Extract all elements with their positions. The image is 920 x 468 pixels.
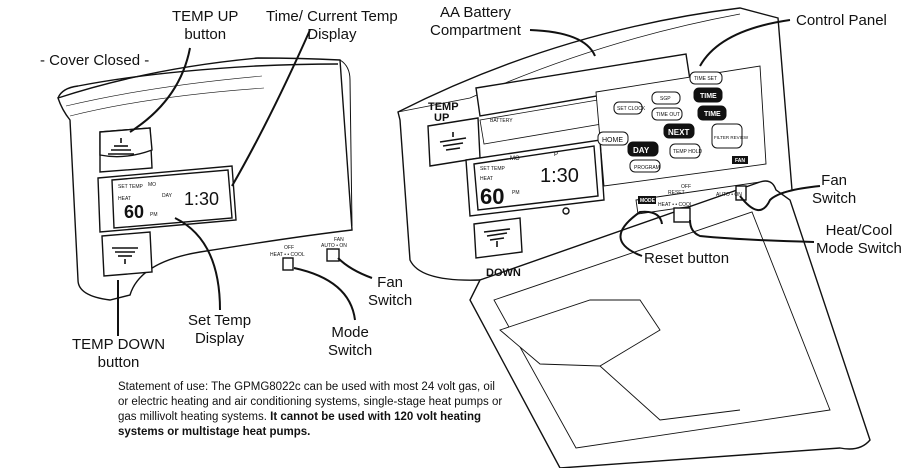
leader-lines [117, 19, 821, 336]
sgp-button[interactable] [651, 91, 681, 105]
closed-lcd-mode: MO [148, 182, 156, 188]
temp-down-button-label: TEMP DOWN button [72, 336, 166, 371]
temp-hold-label: TEMP HOLD [673, 149, 702, 155]
statement-of-use: Statement of use: The GPMG8022c can be u… [118, 380, 508, 440]
fan-switch-left-label: Fan Switch [368, 274, 413, 309]
fan-switch-right-label: Fan Switch [812, 172, 857, 207]
time-up-label: TIME [700, 93, 717, 100]
open-temp-up-line2: UP [434, 112, 449, 124]
leader-temp-up [129, 47, 191, 133]
home-button[interactable] [597, 131, 629, 146]
day-button[interactable] [627, 141, 659, 157]
next-label: NEXT [668, 128, 689, 137]
leader-reset [619, 210, 663, 257]
leader-mode-switch [293, 267, 356, 321]
battery-label: BATTERY [490, 118, 513, 124]
set-clock-button[interactable] [613, 101, 643, 115]
leader-control-panel [699, 19, 791, 67]
closed-down-arrow-icon [112, 247, 138, 264]
temp-hold-button[interactable] [669, 143, 701, 159]
cover-closed-label: - Cover Closed - [40, 52, 150, 69]
open-switch-auto-on: AUTO • ON [716, 192, 742, 198]
open-button-labels: SET CLOCK SGP HOME TIME OUT NEXT DAY PRO… [480, 76, 749, 208]
filter-review-button[interactable] [711, 123, 743, 149]
closed-switch-auto-on: AUTO • ON [321, 243, 347, 249]
filter-review-label: FILTER REVIEW [714, 135, 749, 140]
next-button[interactable] [663, 123, 695, 139]
open-lcd-mode: MO [510, 156, 520, 162]
leader-fan-left [337, 257, 373, 279]
closed-lcd-heat: HEAT [118, 196, 131, 202]
closed-lcd-day: DAY [162, 193, 173, 199]
fan-tag-label: FAN [735, 158, 745, 164]
leader-battery [529, 29, 596, 57]
time-set-button[interactable] [689, 71, 723, 85]
leader-fan-right [739, 185, 821, 211]
closed-switch-heat-cool: HEAT • • COOL [270, 252, 305, 258]
open-temp-up-line1: TEMP [428, 101, 459, 113]
open-lcd-heat: HEAT [480, 176, 493, 182]
thermostat-closed [57, 57, 353, 301]
reset-label: RESET [668, 190, 685, 196]
fan-tag-box [732, 156, 748, 164]
time-set-label: TIME SET [694, 76, 717, 82]
sgp-label: SGP [660, 96, 671, 102]
home-label: HOME [602, 137, 623, 144]
open-down-arrow-icon [483, 228, 511, 247]
time-out-button[interactable] [651, 107, 683, 121]
open-lcd-set-temp-tag: SET TEMP [480, 166, 505, 172]
closed-lcd-pm: PM [150, 212, 158, 218]
time-down-label: TIME [704, 111, 721, 118]
leader-heat-cool [689, 219, 815, 243]
set-clock-label: SET CLOCK [617, 106, 646, 112]
closed-switch-fan: FAN [334, 237, 344, 243]
open-up-arrow-icon [439, 132, 467, 151]
open-lcd-p: P [554, 152, 558, 158]
closed-lcd-time-value: 1:30 [184, 189, 219, 209]
day-label: DAY [633, 146, 650, 155]
open-switch-off: OFF [681, 184, 691, 190]
leader-set-temp [174, 217, 221, 311]
closed-switch-off: OFF [284, 245, 294, 251]
open-switch-heat-cool: HEAT • • COOL [658, 202, 693, 208]
closed-lcd-set-temp-value: 60 [124, 202, 144, 222]
closed-lcd-set-temp-tag: SET TEMP [118, 184, 143, 190]
open-down-label: DOWN [486, 267, 521, 279]
time-down-button[interactable] [697, 105, 727, 121]
open-lcd-set-temp-value: 60 [480, 184, 504, 209]
mode-tag-label: MODE [640, 198, 656, 204]
statement-bold: It cannot be used with 120 volt heating … [118, 411, 481, 438]
open-lcd-pm: PM [512, 190, 520, 196]
time-current-temp-label: Time/ Current Temp Display [266, 8, 398, 43]
control-panel-label: Control Panel [796, 12, 887, 29]
mode-switch-label: Mode Switch [328, 324, 373, 359]
temp-up-button-label: TEMP UP button [172, 8, 239, 43]
time-out-label: TIME OUT [656, 112, 680, 118]
time-up-button[interactable] [693, 87, 723, 103]
closed-up-arrow-icon [108, 138, 134, 155]
leader-time-display [231, 29, 311, 187]
program-label: PROGRAM [634, 165, 660, 171]
open-control-buttons [597, 71, 743, 173]
closed-lcd-small-text: SET TEMP MO DAY HEAT PM OFF HEAT • • COO… [118, 182, 347, 258]
reset-button-label: Reset button [644, 250, 730, 267]
mode-tag-box [638, 196, 656, 204]
program-button[interactable] [629, 159, 661, 173]
heat-cool-mode-label: Heat/Cool Mode Switch [816, 222, 902, 257]
aa-battery-label: AA Battery Compartment [430, 4, 521, 39]
open-lcd-time-value: 1:30 [540, 165, 579, 187]
set-temp-display-label: Set Temp Display [188, 312, 252, 347]
statement-normal: Statement of use: The GPMG8022c can be u… [118, 381, 503, 423]
